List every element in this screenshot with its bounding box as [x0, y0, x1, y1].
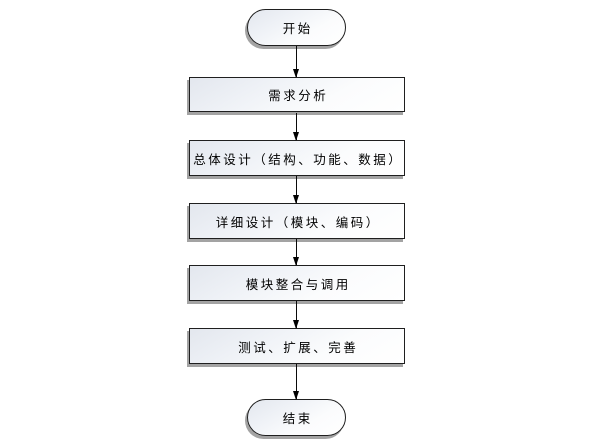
node-end: 结束 — [247, 399, 346, 436]
arrow-requirements-to-overall-design — [292, 113, 299, 141]
arrowhead-down-icon — [292, 132, 299, 141]
arrowhead-down-icon — [292, 195, 299, 204]
node-detailed-design: 详细设计（模块、编码） — [189, 203, 405, 239]
node-testing-improvement: 测试、扩展、完善 — [189, 328, 405, 364]
arrowhead-down-icon — [292, 257, 299, 266]
arrow-detailed-design-to-module-integration — [292, 239, 299, 266]
node-start: 开始 — [247, 9, 346, 46]
arrow-start-to-requirements — [292, 46, 299, 78]
arrow-testing-to-end — [292, 364, 299, 400]
arrowhead-down-icon — [292, 69, 299, 78]
arrow-overall-design-to-detailed-design — [292, 176, 299, 204]
arrowhead-down-icon — [292, 391, 299, 400]
arrowhead-down-icon — [292, 320, 299, 329]
node-module-integration: 模块整合与调用 — [189, 265, 405, 301]
node-requirements-analysis: 需求分析 — [189, 77, 405, 112]
arrow-module-integration-to-testing — [292, 301, 299, 329]
node-overall-design: 总体设计（结构、功能、数据） — [189, 140, 405, 176]
